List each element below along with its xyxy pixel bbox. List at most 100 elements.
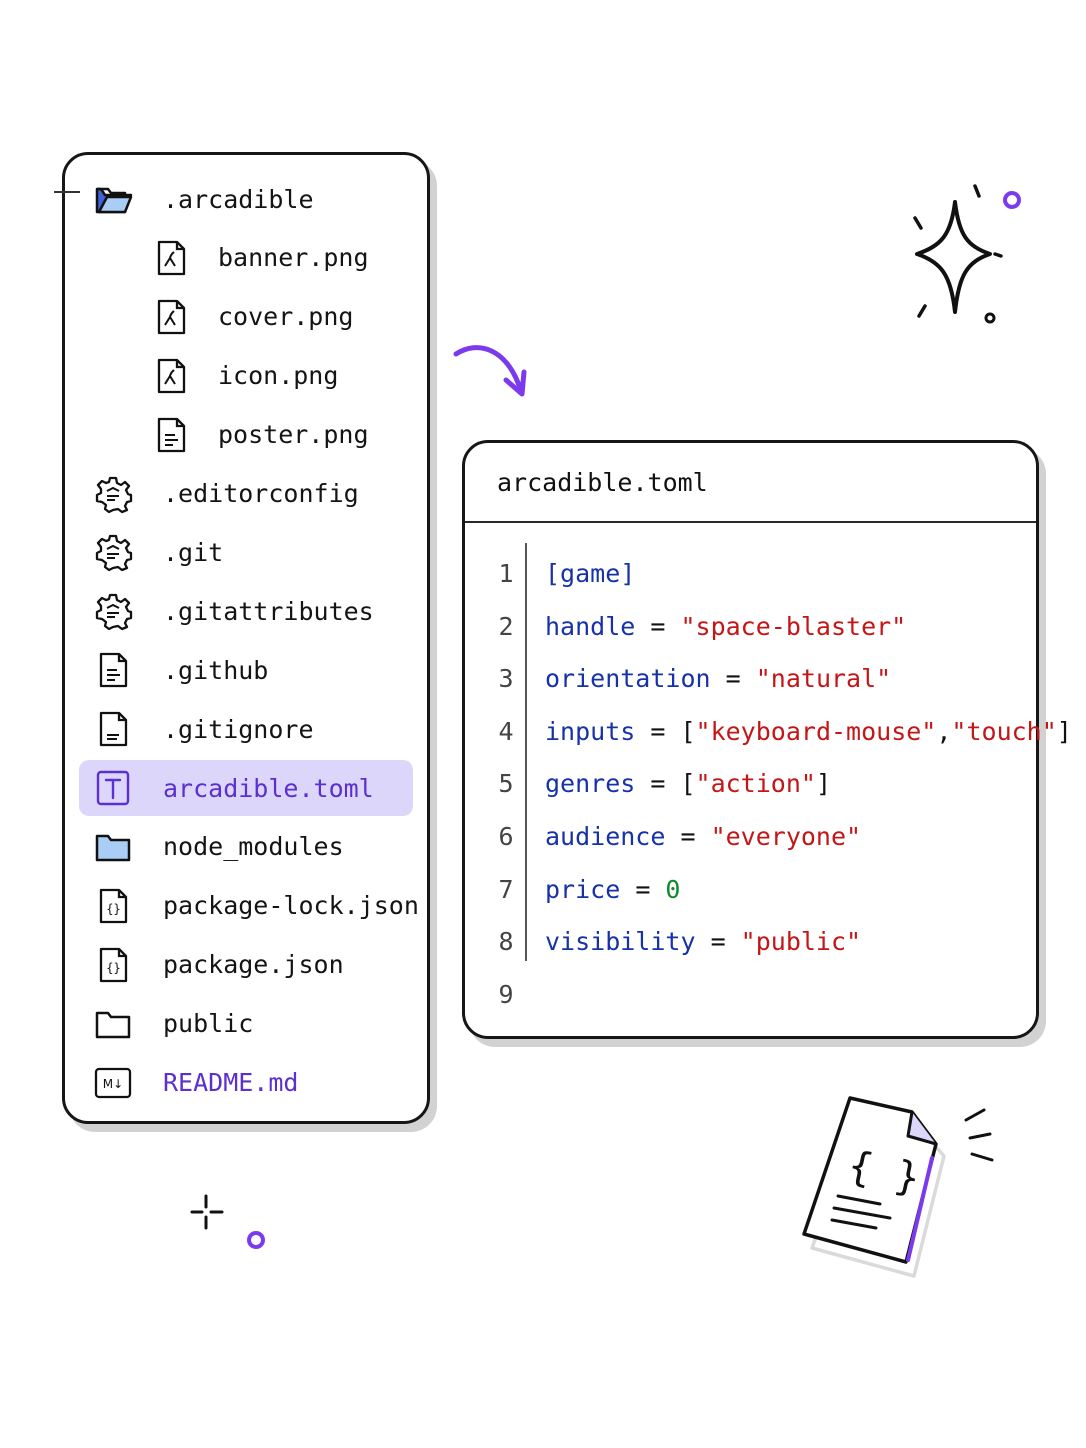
tree-item-label: .github [163, 655, 269, 685]
tree-item-node-modules[interactable]: node_modules [79, 819, 413, 875]
gutter-divider [525, 543, 527, 961]
tree-item-package-lock-json[interactable]: {} package-lock.json [79, 878, 419, 934]
code-token-key: price [545, 874, 621, 904]
editor-filename: arcadible.toml [497, 467, 708, 497]
code-token-op: = [695, 927, 741, 957]
image-file-icon [151, 238, 191, 278]
code-token-op: , [936, 716, 952, 746]
code-token-str: "touch" [951, 716, 1057, 746]
tree-item-readme-md[interactable]: M↓ README.md [79, 1055, 413, 1111]
code-line[interactable]: [game] [545, 559, 635, 588]
gear-icon [93, 532, 133, 572]
tree-item-poster-png[interactable]: poster.png [79, 407, 413, 463]
tree-item-label: package.json [163, 950, 344, 980]
curved-arrow-icon [453, 345, 527, 397]
json-document-icon: { } [802, 1096, 994, 1278]
text-file-icon [93, 650, 133, 690]
code-token-op: = [635, 769, 681, 799]
tree-item-label: package-lock.json [163, 891, 419, 921]
folder-icon [93, 827, 133, 867]
line-number: 4 [498, 716, 514, 746]
folder-outline-icon [93, 1004, 133, 1044]
tree-item-label: .git [163, 537, 224, 567]
code-line[interactable]: inputs = ["keyboard-mouse","touch"] [545, 717, 1072, 746]
line-number: 9 [498, 979, 514, 1009]
line-number: 1 [498, 559, 514, 588]
tree-item-label: .gitattributes [163, 596, 374, 626]
code-line[interactable]: audience = "everyone" [545, 822, 861, 851]
code-token-key: genres [545, 769, 636, 799]
code-token-str: "action" [695, 769, 816, 799]
tree-item-label: poster.png [218, 420, 369, 450]
sparkle-icon [913, 184, 1021, 324]
tree-item-icon-png[interactable]: icon.png [79, 348, 413, 404]
code-token-key: visibility [545, 927, 696, 957]
tree-item-label: cover.png [218, 302, 354, 332]
tree-item-label: .editorconfig [163, 479, 359, 508]
tree-item-label: icon.png [218, 361, 339, 391]
line-number: 5 [498, 769, 514, 799]
line-number: 2 [498, 611, 514, 641]
tree-edge-tick-icon [54, 191, 80, 193]
code-token-str: "everyone" [710, 822, 862, 851]
line-number: 3 [498, 664, 514, 694]
code-line[interactable]: price = 0 [545, 875, 680, 904]
tree-item-label: public [163, 1009, 254, 1039]
gear-icon [93, 474, 133, 514]
json-file-icon: {} [93, 945, 133, 985]
code-token-str: "keyboard-mouse" [695, 716, 937, 746]
code-editor-panel: arcadible.toml 1 [game] 2 handle = "space-b… [462, 440, 1072, 1039]
editor-header: arcadible.toml [465, 443, 1036, 523]
tree-item-arcadible[interactable]: .arcadible [79, 171, 413, 227]
tree-item-label: README.md [163, 1068, 299, 1097]
code-token-op: = [635, 716, 681, 746]
markdown-file-icon: M↓ [93, 1063, 133, 1103]
tree-item-git[interactable]: .git [79, 524, 413, 580]
tree-item-label: .gitignore [163, 714, 314, 744]
code-token-key: handle [545, 611, 636, 641]
code-token-op: = [620, 874, 666, 904]
code-token-op: = [665, 822, 711, 851]
tree-item-label: node_modules [163, 832, 344, 862]
code-token-op: [ [680, 769, 696, 799]
tree-item-label: .arcadible [163, 184, 314, 214]
svg-text:{}: {} [106, 902, 120, 916]
code-token-op: ] [815, 769, 832, 799]
tree-item-package-json[interactable]: {} package.json [79, 937, 413, 993]
tree-item-cover-png[interactable]: cover.png [79, 289, 413, 345]
tree-item-banner-png[interactable]: banner.png [79, 230, 413, 286]
tree-item-editorconfig[interactable]: .editorconfig [79, 466, 413, 522]
svg-text:{}: {} [106, 961, 120, 975]
line-number: 8 [498, 927, 514, 957]
code-line[interactable]: handle = "space-blaster" [545, 612, 906, 641]
tree-item-arcadible-toml[interactable]: arcadible.toml [79, 760, 413, 816]
code-line[interactable]: visibility = "public" [545, 927, 861, 956]
code-token-op: [ [680, 716, 696, 746]
code-token-key: orientation [545, 664, 711, 694]
file-icon [93, 709, 133, 749]
tree-item-gitignore[interactable]: .gitignore [79, 701, 413, 757]
line-number: 6 [498, 822, 514, 851]
tree-item-label: arcadible.toml [163, 773, 374, 803]
code-token-op: = [710, 664, 756, 694]
tree-item-public[interactable]: public [79, 996, 413, 1052]
code-token-op: ] [1056, 716, 1072, 746]
file-tree-panel: .arcadible banner.png cover.png icon.png pos… [62, 152, 430, 1124]
code-token-key: inputs [545, 716, 636, 746]
code-token-op: = [635, 611, 681, 641]
tree-item-label: banner.png [218, 243, 369, 273]
line-number: 7 [498, 874, 514, 904]
tree-item-github[interactable]: .github [79, 642, 413, 698]
code-token-num: 0 [665, 874, 681, 904]
code-line[interactable]: genres = ["action"] [545, 769, 831, 798]
open-folder-icon [93, 179, 133, 219]
code-token-str: "natural" [755, 664, 892, 694]
image-file-icon [151, 297, 191, 337]
image-file-icon [151, 356, 191, 396]
code-token-key: audience [545, 822, 666, 851]
code-line[interactable]: orientation = "natural" [545, 664, 891, 693]
tree-item-gitattributes[interactable]: .gitattributes [79, 583, 413, 639]
plus-icon [190, 1194, 265, 1249]
code-token-str: "public" [740, 927, 862, 957]
json-file-icon: {} [93, 886, 133, 926]
